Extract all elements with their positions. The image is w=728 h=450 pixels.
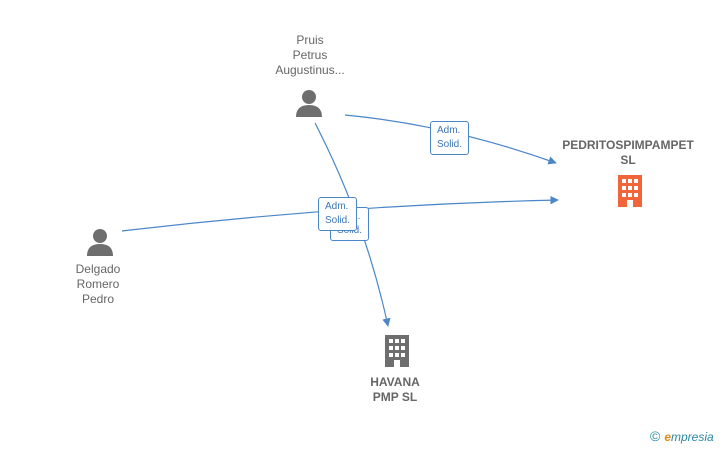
edge-label-line: Solid. bbox=[325, 215, 351, 226]
brand-name: mpresia bbox=[671, 430, 714, 444]
node-label-delgado: Delgado Romero Pedro bbox=[48, 262, 148, 307]
edge-label-pruis-pedritos[interactable]: Adm. Solid. bbox=[430, 121, 470, 155]
node-label-line: Romero bbox=[76, 277, 120, 291]
edge-label-delgado-pedritos[interactable]: Adm. Solid. bbox=[318, 197, 358, 231]
node-label-line: PMP SL bbox=[372, 390, 418, 404]
edge-label-line: Adm. bbox=[325, 201, 349, 212]
person-icon[interactable] bbox=[294, 88, 324, 118]
node-label-line: HAVANA bbox=[370, 375, 420, 389]
node-label-pruis: Pruis Petrus Augustinus... bbox=[255, 33, 365, 78]
node-label-line: SL bbox=[620, 153, 636, 167]
node-label-havana: HAVANA PMP SL bbox=[345, 375, 445, 405]
edge-label-line: Adm. bbox=[437, 125, 461, 136]
node-label-line: Augustinus... bbox=[275, 63, 345, 77]
node-label-line: Pruis bbox=[296, 33, 324, 47]
node-label-pedritos: PEDRITOSPIMPAMPET SL bbox=[548, 138, 708, 168]
node-label-line: Petrus bbox=[292, 48, 328, 62]
node-label-line: Delgado bbox=[75, 262, 121, 276]
building-icon[interactable] bbox=[613, 174, 647, 208]
edge-label-line: Solid. bbox=[437, 139, 463, 150]
node-label-line: PEDRITOSPIMPAMPET bbox=[562, 138, 694, 152]
brand-initial: e bbox=[664, 430, 672, 444]
brand-watermark: ©empresia bbox=[650, 428, 714, 444]
building-icon[interactable] bbox=[380, 334, 414, 368]
node-label-line: Pedro bbox=[81, 292, 115, 306]
copyright-icon: © bbox=[650, 428, 661, 444]
person-icon[interactable] bbox=[85, 227, 115, 257]
